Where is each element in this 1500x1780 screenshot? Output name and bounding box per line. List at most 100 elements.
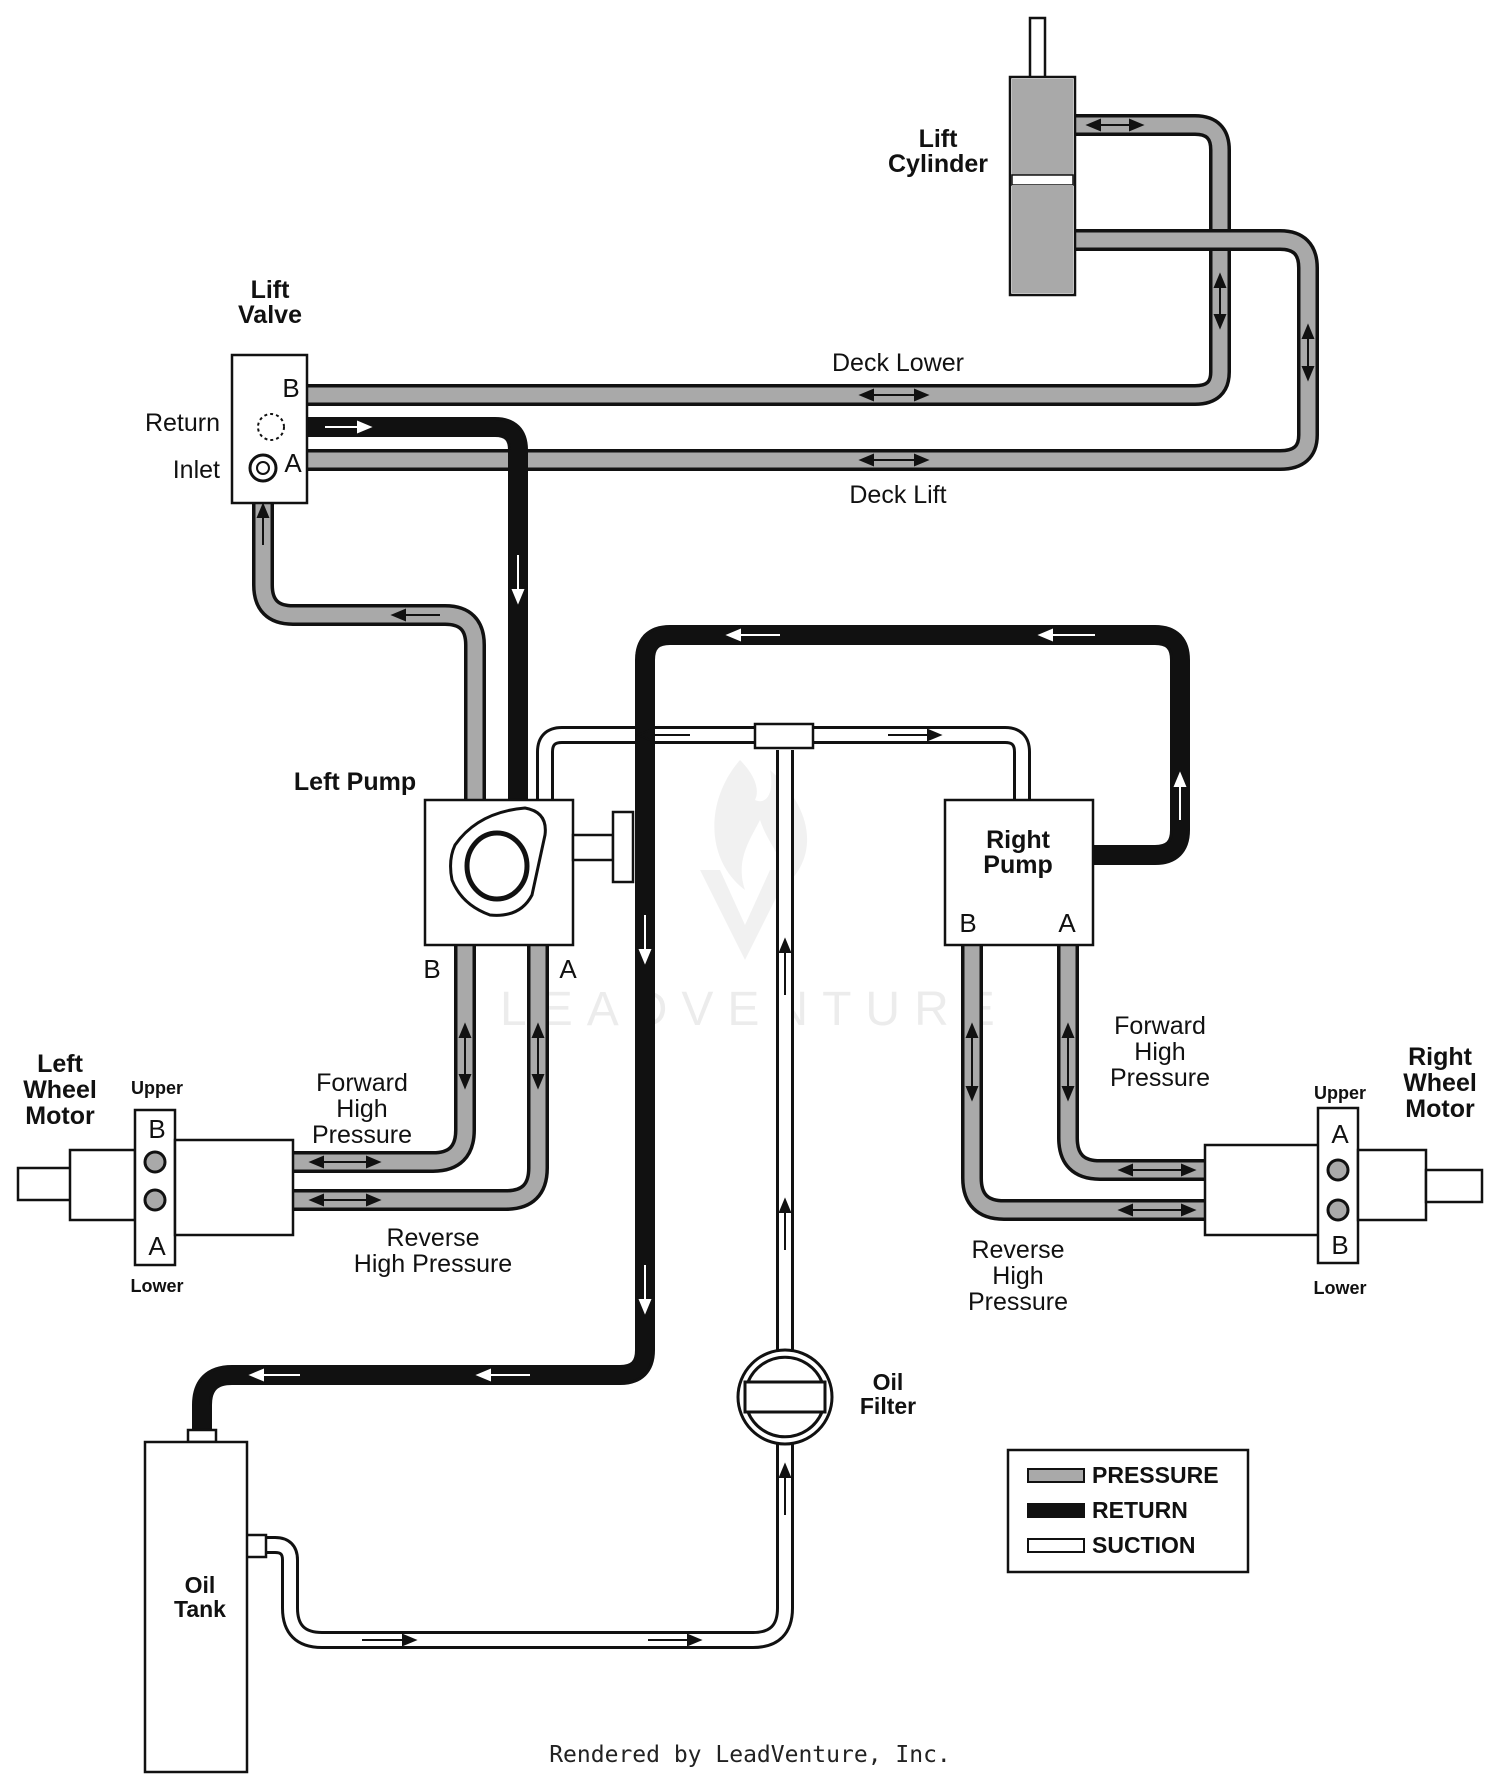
left-forward-label-3: Pressure xyxy=(312,1121,412,1149)
return-port-icon xyxy=(257,413,285,441)
left-pump-port-a-label: A xyxy=(559,954,577,984)
return-right-arrow xyxy=(325,420,373,434)
return-down-arrow-2 xyxy=(638,915,652,965)
return-left-arrow-3 xyxy=(475,1368,530,1382)
suction-up-arrow-1 xyxy=(778,937,792,995)
cylinder-lower-chamber xyxy=(1012,185,1073,293)
cylinder-piston xyxy=(1011,174,1074,186)
tank-outlet-fitting xyxy=(244,1533,268,1559)
left-motor-label-3: Motor xyxy=(25,1102,95,1130)
right-reverse-label-1: Reverse xyxy=(971,1236,1064,1264)
legend-return-swatch xyxy=(1027,1503,1085,1518)
pressure-arrow-right-upper-horiz xyxy=(1117,1163,1197,1177)
suction-lines xyxy=(244,722,1031,1649)
valve-port-a-label: A xyxy=(284,448,302,478)
right-pump-label-2: Pump xyxy=(983,851,1052,879)
lift-valve-label-2: Valve xyxy=(238,301,302,329)
pressure-arrow-deck-lift xyxy=(858,453,930,467)
left-forward-label-2: High xyxy=(336,1095,387,1123)
suction-up-arrow-2 xyxy=(778,1197,792,1250)
left-motor-housing xyxy=(68,1148,137,1222)
suction-right-arrow xyxy=(888,728,943,742)
pressure-arrow-left-lower-horiz xyxy=(308,1193,382,1207)
pressure-arrow-inlet-up xyxy=(256,502,270,545)
right-motor-port-b-label: B xyxy=(1331,1230,1348,1260)
right-motor-housing xyxy=(1356,1148,1428,1222)
right-forward-label-2: High xyxy=(1134,1038,1185,1066)
pressure-arrow-inlet-left xyxy=(390,608,440,622)
valve-port-b-label: B xyxy=(282,373,299,403)
charge-tee-cross xyxy=(611,810,635,884)
render-credit: Rendered by LeadVenture, Inc. xyxy=(549,1742,951,1768)
right-motor-label-2: Wheel xyxy=(1403,1069,1477,1097)
right-motor-shaft xyxy=(1424,1168,1484,1204)
watermark: LEADVENTURE xyxy=(500,760,1009,1036)
left-upper-label: Upper xyxy=(131,1078,183,1098)
left-reverse-label-2: High Pressure xyxy=(354,1250,512,1278)
flow-arrows xyxy=(248,118,1315,1647)
labels: Lift Cylinder Lift Valve Return Inlet B … xyxy=(23,125,1477,1622)
right-motor-label-1: Right xyxy=(1408,1043,1473,1071)
deck-lower-label: Deck Lower xyxy=(832,349,964,377)
oil-tank xyxy=(143,1440,249,1774)
left-pump-port-b-label: B xyxy=(423,954,440,984)
suction-right-arrow-3 xyxy=(648,1633,703,1647)
left-motor-block xyxy=(133,1108,177,1267)
left-motor-shaft xyxy=(16,1166,75,1202)
oil-filter-element xyxy=(743,1380,827,1414)
left-motor-label-2: Wheel xyxy=(23,1076,97,1104)
pressure-arrow-left-b-vert xyxy=(458,1022,472,1090)
left-motor-port-a-label: A xyxy=(148,1231,166,1261)
oil-tank-body xyxy=(143,1440,249,1774)
return-left-arrow-4 xyxy=(248,1368,300,1382)
left-motor-port-a-icon xyxy=(143,1188,167,1212)
pressure-arrow-cyl-right-1 xyxy=(1213,272,1227,330)
lift-valve-label-1: Lift xyxy=(251,276,291,304)
right-pump-label-1: Right xyxy=(986,826,1051,854)
pressure-arrow-left-a-vert xyxy=(531,1022,545,1090)
oil-tank-label-2: Tank xyxy=(174,1596,226,1622)
return-label: Return xyxy=(145,409,220,437)
suction-tee xyxy=(753,722,815,750)
right-wheel-motor xyxy=(1203,1106,1484,1265)
oil-filter-inner-ring xyxy=(746,1355,824,1439)
right-pump-port-a-label: A xyxy=(1058,908,1076,938)
pressure-arrow-right-lower-horiz xyxy=(1117,1203,1197,1217)
return-up-arrow xyxy=(1173,771,1187,820)
right-motor-port-b-icon xyxy=(1326,1198,1350,1222)
right-forward-label-1: Forward xyxy=(1114,1012,1206,1040)
right-pump xyxy=(943,798,1095,947)
lift-cylinder-label-2: Cylinder xyxy=(888,150,988,178)
oil-filter xyxy=(736,1348,834,1446)
right-upper-label: Upper xyxy=(1314,1083,1366,1103)
pressure-arrow-left-upper-horiz xyxy=(308,1155,382,1169)
left-motor-port-b-icon xyxy=(143,1150,167,1174)
pressure-arrow-cyl-right-2 xyxy=(1301,323,1315,382)
suction-up-arrow-3 xyxy=(778,1462,792,1515)
watermark-text: LEADVENTURE xyxy=(500,983,1009,1036)
legend-return-label: RETURN xyxy=(1092,1497,1188,1523)
lift-cylinder xyxy=(1008,16,1077,297)
return-down-arrow-1 xyxy=(511,555,525,605)
suction-right-arrow-2 xyxy=(362,1633,418,1647)
pump-shaft-icon xyxy=(464,830,530,902)
watermark-v-icon xyxy=(700,870,790,960)
right-motor-label-3: Motor xyxy=(1405,1095,1475,1123)
left-pump xyxy=(423,798,635,947)
suction-left-arrow xyxy=(635,728,690,742)
deck-lift-label: Deck Lift xyxy=(849,481,946,509)
right-reverse-label-3: Pressure xyxy=(968,1288,1068,1316)
right-reverse-label-2: High xyxy=(992,1262,1043,1290)
left-reverse-label-1: Reverse xyxy=(386,1224,479,1252)
return-lines xyxy=(186,417,1190,1444)
right-pump-port-b-label: B xyxy=(959,908,976,938)
legend-pressure-swatch xyxy=(1027,1468,1085,1483)
oil-tank-label-1: Oil xyxy=(185,1572,216,1598)
inlet-port-inner-icon xyxy=(256,461,270,475)
cylinder-upper-chamber xyxy=(1012,79,1073,175)
oil-filter-label-1: Oil xyxy=(873,1369,904,1395)
return-left-arrow-2 xyxy=(725,628,780,642)
left-forward-label-1: Forward xyxy=(316,1069,408,1097)
